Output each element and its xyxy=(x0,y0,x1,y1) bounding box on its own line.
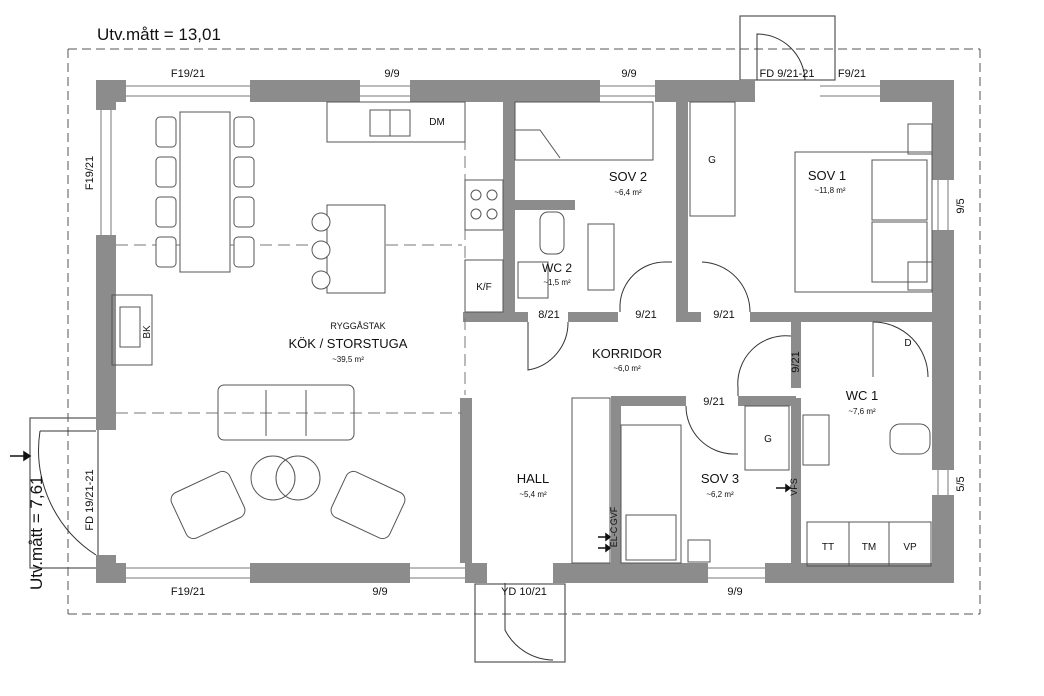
opening-left-fd: FD 19/21-21 xyxy=(84,469,96,530)
dining-chairs xyxy=(155,116,331,290)
opening-bottom-99b: 9/9 xyxy=(727,586,742,598)
fixture-vfs-label: VFS xyxy=(789,478,799,496)
room-sov3-area: ~6,2 m² xyxy=(706,490,734,499)
room-kok-name: KÖK / STORSTUGA xyxy=(289,336,408,351)
door-sov2-label: 9/21 xyxy=(635,309,656,321)
fixture-elc-label: EL-C xyxy=(609,526,619,547)
exterior-walls xyxy=(96,80,954,583)
room-korridor-area: ~6,0 m² xyxy=(613,364,641,373)
fixture-tt-label: TT xyxy=(822,542,834,553)
room-wc2-area: ~1,5 m² xyxy=(543,278,571,287)
porches xyxy=(29,15,836,663)
room-fixtures xyxy=(514,101,933,567)
door-wc2-label: 8/21 xyxy=(538,309,559,321)
opening-bottom-yd: YD 10/21 xyxy=(501,586,547,598)
opening-right-55: 5/5 xyxy=(955,476,967,491)
opening-top-99a: 9/9 xyxy=(384,68,399,80)
door-sov3-label: 9/21 xyxy=(703,396,724,408)
fixture-dm-label: DM xyxy=(429,117,445,128)
fixture-g2-label: G xyxy=(764,434,772,445)
door-sov1-label: 9/21 xyxy=(713,309,734,321)
door-wc1-label: 9/21 xyxy=(790,351,802,372)
fixture-d-label: D xyxy=(904,338,911,349)
room-wc1-area: ~7,6 m² xyxy=(848,407,876,416)
fixture-gvf-label: GVF xyxy=(609,506,619,525)
fixture-bk-label: BK xyxy=(142,325,153,339)
room-hall-name: HALL xyxy=(517,471,550,486)
opening-left-f19: F19/21 xyxy=(84,156,96,190)
height-dimension-label: Utv.mått = 7,61 xyxy=(27,476,46,590)
opening-right-95a: 9/5 xyxy=(955,198,967,213)
opening-top-99b: 9/9 xyxy=(621,68,636,80)
room-hall-area: ~5,4 m² xyxy=(519,490,547,499)
fixture-tm-label: TM xyxy=(862,542,876,553)
door-swings xyxy=(38,33,929,661)
room-wc2-name: WC 2 xyxy=(542,261,572,275)
outer-dimension-frame xyxy=(67,48,981,615)
room-sov1-name: SOV 1 xyxy=(808,168,846,183)
kitchen-fixtures xyxy=(111,101,504,540)
room-kok-note: RYGGÅSTAK xyxy=(330,321,385,331)
opening-top-f9: F9/21 xyxy=(838,68,866,80)
fixture-kf-label: K/F xyxy=(476,282,492,293)
room-sov3-name: SOV 3 xyxy=(701,471,739,486)
fixture-g1-label: G xyxy=(708,155,716,166)
width-dimension-label: Utv.mått = 13,01 xyxy=(97,25,221,44)
room-korridor-name: KORRIDOR xyxy=(592,346,662,361)
room-kok-area: ~39,5 m² xyxy=(332,355,364,364)
fixture-vp-label: VP xyxy=(903,542,917,553)
opening-top-f19: F19/21 xyxy=(171,68,205,80)
room-sov2-name: SOV 2 xyxy=(609,169,647,184)
arrows xyxy=(10,450,792,553)
room-sov2-area: ~6,4 m² xyxy=(614,188,642,197)
opening-bottom-99a: 9/9 xyxy=(372,586,387,598)
windows xyxy=(100,85,949,579)
room-sov1-area: ~11,8 m² xyxy=(814,186,846,195)
interior-walls xyxy=(460,102,932,563)
room-wc1-name: WC 1 xyxy=(846,388,879,403)
opening-top-fd: FD 9/21-21 xyxy=(759,68,814,80)
opening-bottom-f19: F19/21 xyxy=(171,586,205,598)
